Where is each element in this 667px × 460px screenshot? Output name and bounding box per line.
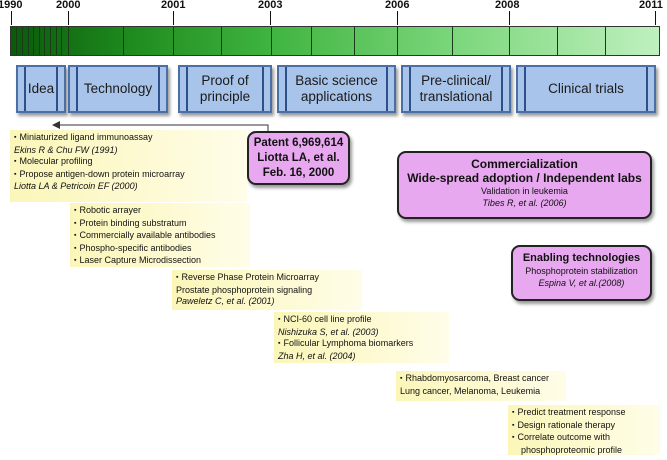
list-item: Robotic arrayer	[74, 205, 246, 218]
list-item: Propose antigen-down protein microarray	[14, 169, 243, 182]
phase-preclinical-label: Pre-clinical/ translational	[419, 73, 493, 104]
enabling-citation: Espina V, et al.(2008)	[538, 278, 625, 288]
enabling-note: Phosphoprotein stabilization	[525, 266, 638, 276]
patent-number: Patent 6,969,614	[253, 137, 344, 149]
patent-box: Patent 6,969,614 Liotta LA, et al. Feb. …	[247, 131, 350, 185]
citation: Ekins R & Chu FW (1991)	[14, 144, 118, 155]
year-label-2008: 2008	[495, 0, 520, 11]
citation: Liotta LA & Petricoin EF (2000)	[14, 181, 138, 191]
list-item: Phospho-specific antibodies	[74, 243, 246, 256]
phase-clinical-trials: Clinical trials	[516, 65, 656, 113]
list-item: Predict treatment response	[512, 407, 656, 420]
year-tick	[173, 11, 174, 25]
list-item: Design rationale therapy	[512, 420, 656, 433]
year-label-2003: 2003	[258, 0, 283, 11]
commercialization-title: Commercialization	[471, 157, 578, 171]
phase-technology-label: Technology	[83, 81, 153, 96]
year-label-2000: 2000	[56, 0, 81, 11]
phase-basic-science-label: Basic science applications	[295, 73, 378, 104]
list-item: Reverse Phase Protein Microarray	[176, 272, 358, 285]
patent-date: Feb. 16, 2000	[262, 167, 335, 179]
timeline-bar	[10, 26, 660, 56]
commercialization-citation: Tibes R, et al. (2006)	[482, 198, 567, 208]
phase-basic-science: Basic science applications	[277, 65, 396, 113]
enabling-title: Enabling technologies	[522, 252, 641, 264]
commercialization-subtitle: Wide-spread adoption / Independent labs	[407, 171, 642, 185]
phase-technology: Technology	[68, 65, 168, 113]
list-item: NCI-60 cell line profile	[278, 314, 445, 327]
list-item: Miniaturized ligand immunoassay	[14, 132, 243, 145]
phase-idea: Idea	[16, 65, 66, 113]
patent-authors: Liotta LA, et al.	[257, 152, 340, 164]
year-tick	[397, 11, 398, 25]
milestone-clinical: Predict treatment response Design ration…	[508, 405, 660, 455]
milestone-basic-science: NCI-60 cell line profile Nishizuka S, et…	[274, 312, 449, 363]
milestone-idea: Miniaturized ligand immunoassay Ekins R …	[10, 130, 247, 202]
list-item: Molecular profiling	[14, 156, 243, 169]
list-item: Correlate outcome with	[512, 432, 656, 445]
list-item-continued: Prostate phosphoprotein signaling	[176, 284, 313, 295]
enabling-technologies-box: Enabling technologies Phosphoprotein sta…	[511, 245, 652, 301]
year-tick	[11, 11, 12, 25]
milestone-preclinical: Rhabdomyosarcoma, Breast cancer Lung can…	[396, 371, 566, 401]
milestone-proof: Reverse Phase Protein Microarray Prostat…	[172, 270, 362, 310]
year-tick	[270, 11, 271, 25]
year-tick	[655, 11, 656, 25]
list-item: Laser Capture Microdissection	[74, 255, 246, 268]
list-item: Follicular Lymphoma biomarkers	[278, 338, 445, 351]
list-item: Commercially available antibodies	[74, 230, 246, 243]
year-label-2001: 2001	[161, 0, 186, 11]
phase-proof-label: Proof of principle	[199, 73, 251, 104]
list-item: Protein binding substratum	[74, 218, 246, 231]
year-tick	[509, 11, 510, 25]
commercialization-box: Commercialization Wide-spread adoption /…	[397, 151, 652, 219]
phase-clinical-label: Clinical trials	[548, 81, 624, 96]
list-item: Rhabdomyosarcoma, Breast cancer	[400, 373, 562, 386]
citation: Nishizuka S, et al. (2003)	[278, 326, 379, 337]
year-tick	[68, 11, 69, 25]
phase-proof-of-principle: Proof of principle	[178, 65, 272, 113]
year-label-1990: 1990	[0, 0, 23, 11]
list-item-continued: phosphoproteomic profile	[521, 444, 623, 455]
year-label-2011: 2011	[639, 0, 663, 11]
citation: Paweletz C, et al. (2001)	[176, 296, 275, 306]
phase-idea-label: Idea	[27, 81, 55, 96]
list-item-continued: Lung cancer, Melanoma, Leukemia	[400, 385, 541, 396]
milestone-technology: Robotic arrayer Protein binding substrat…	[70, 203, 250, 267]
phase-preclinical: Pre-clinical/ translational	[401, 65, 511, 113]
commercialization-note: Validation in leukemia	[481, 186, 568, 196]
year-label-2006: 2006	[385, 0, 410, 11]
citation: Zha H, et al. (2004)	[278, 350, 356, 361]
